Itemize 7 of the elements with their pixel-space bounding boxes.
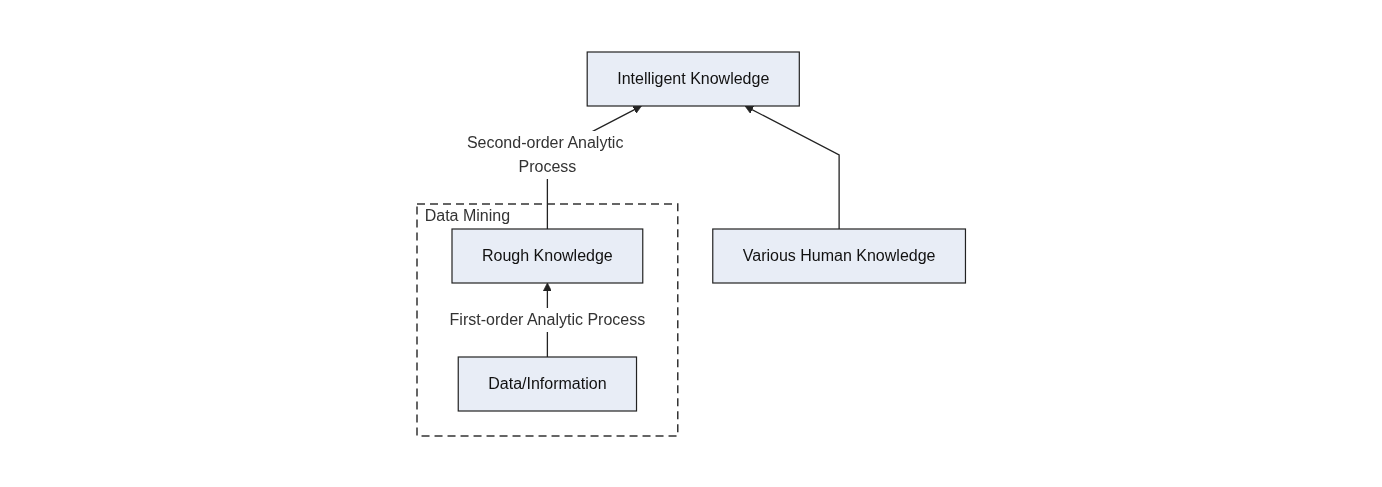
node-box: Data/Information [457, 355, 637, 412]
edge-label: First-order Analytic Process [449, 310, 645, 328]
arrow [744, 105, 840, 230]
node-box: Intelligent Knowledge [586, 50, 800, 107]
node-box: Various Human Knowledge [711, 227, 966, 284]
edge-label: Second-order Analytic Process [466, 133, 624, 175]
node-box: Rough Knowledge [451, 227, 644, 284]
